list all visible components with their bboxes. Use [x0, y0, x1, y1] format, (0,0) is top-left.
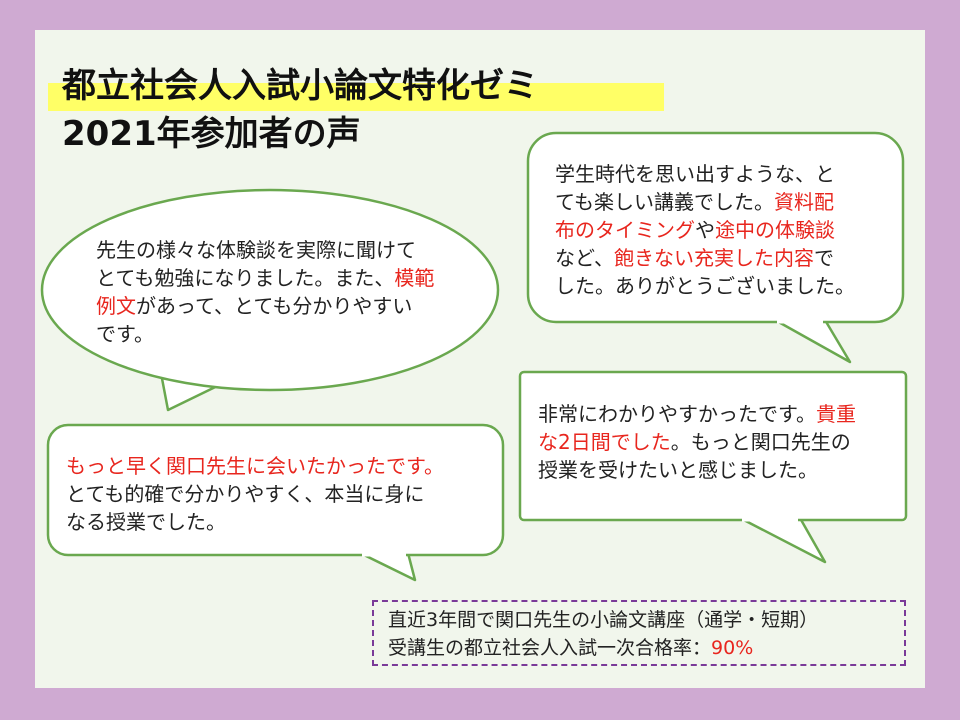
bubble-3-line: した。ありがとうございました。 [555, 274, 855, 298]
bubble-2-line: なる授業でした。 [66, 510, 226, 534]
bubble-1-line: 先生の様々な体験談を実際に聞けて [96, 238, 416, 262]
bubble-1-text: 先生の様々な体験談を実際に聞けて とても勉強になりました。また、模範 例文があっ… [96, 236, 486, 348]
highlight-text: 飽きない充実した内容 [614, 246, 814, 270]
bubble-2-line: とても的確で分かりやすく、本当に身に [66, 482, 425, 506]
page-subtitle: 2021年参加者の声 [62, 114, 361, 154]
bubble-4-line: 授業を受けたいと感じました。 [538, 458, 818, 482]
highlight-text: 布のタイミング [555, 218, 695, 242]
bubble-4-line: な2日間でした。もっと関口先生の [538, 430, 851, 454]
bubble-3-line: ても楽しい講義でした。資料配 [555, 190, 834, 214]
bubble-3-line: 学生時代を思い出すような、と [555, 162, 835, 186]
bubble-2-text: もっと早く関口先生に会いたかったです。 とても的確で分かりやすく、本当に身に な… [66, 452, 496, 536]
speech-bubble-3 [526, 131, 905, 364]
bubble-3-text: 学生時代を思い出すような、と ても楽しい講義でした。資料配 布のタイミングや途中… [555, 160, 895, 300]
highlight-text: な2日間でした [538, 430, 671, 454]
page-title: 都立社会人入試小論文特化ゼミ [62, 66, 538, 106]
title-highlight [48, 83, 664, 111]
bubble-1-line: 例文があって、とても分かりやすい [96, 294, 413, 318]
bubble-4-text: 非常にわかりやすかったです。貴重 な2日間でした。もっと関口先生の 授業を受けた… [538, 400, 898, 484]
bubble-1-line: です。 [96, 322, 154, 346]
highlight-text: 貴重 [816, 402, 856, 426]
highlight-text: 資料配 [774, 190, 834, 214]
speech-bubble-1 [40, 188, 500, 412]
pass-rate-line-2: 受講生の都立社会人入試一次合格率：90% [388, 637, 754, 659]
highlight-text: 模範 [394, 266, 435, 290]
bubble-1-line: とても勉強になりました。また、模範 [96, 266, 435, 290]
pass-rate-line-1: 直近3年間で関口先生の小論文講座（通学・短期） [388, 609, 819, 631]
pass-rate-value: 90% [711, 637, 754, 659]
highlight-text: もっと早く関口先生に会いたかったです。 [66, 454, 444, 478]
speech-bubble-2 [46, 423, 505, 582]
bubble-3-line: など、飽きない充実した内容で [555, 246, 834, 270]
pass-rate-box: 直近3年間で関口先生の小論文講座（通学・短期） 受講生の都立社会人入試一次合格率… [372, 600, 906, 666]
bubble-4-line: 非常にわかりやすかったです。貴重 [538, 402, 856, 426]
highlight-text: 例文 [96, 294, 136, 318]
highlight-text: 途中の体験談 [715, 218, 835, 242]
bubble-3-line: 布のタイミングや途中の体験談 [555, 218, 835, 242]
speech-bubble-4 [518, 370, 908, 564]
